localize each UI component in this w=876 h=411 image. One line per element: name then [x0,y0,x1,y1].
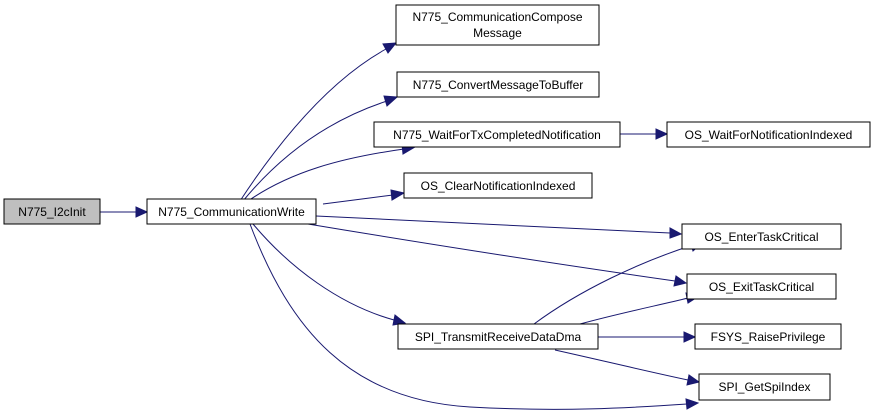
node-n775-i2cinit[interactable]: N775_I2cInit [3,198,101,225]
edge-comm-write-to-compose [239,42,398,202]
node-label: N775_I2cInit [18,205,86,219]
node-label: OS_EnterTaskCritical [704,230,818,244]
node-label: SPI_GetSpiIndex [718,380,810,394]
node-label: OS_ExitTaskCritical [709,280,814,294]
node-n775-wait-for-tx-completed-notification[interactable]: N775_WaitForTxCompletedNotification [373,121,621,148]
edge-comm-write-to-spi-trx [252,223,407,326]
node-spi-transmit-receive-data-dma[interactable]: SPI_TransmitReceiveDataDma [397,323,599,350]
node-fsys-raise-privilege[interactable]: FSYS_RaisePrivilege [694,323,842,350]
edge-comm-write-to-os-enter [315,215,683,239]
node-label: OS_WaitForNotificationIndexed [685,128,853,142]
edge-comm-write-to-convert [242,95,399,202]
node-label: SPI_TransmitReceiveDataDma [415,330,582,344]
edge-i2cinit-to-comm-write [100,206,149,218]
node-os-wait-for-notification-indexed[interactable]: OS_WaitForNotificationIndexed [666,121,871,148]
node-label-line-2: Message [473,26,522,40]
edge-wait-tx-to-os-wait [620,128,669,140]
edge-comm-write-to-os-clear [322,189,406,205]
node-os-exit-task-critical[interactable]: OS_ExitTaskCritical [686,273,837,300]
edge-spi-trx-to-spi-idx [554,349,701,386]
node-n775-communication-compose-message[interactable]: N775_CommunicationCompose Message [395,4,600,46]
node-n775-convert-message-to-buffer[interactable]: N775_ConvertMessageToBuffer [396,71,600,98]
edge-comm-write-to-spi-idx [249,223,700,410]
node-label: OS_ClearNotificationIndexed [421,179,576,193]
edge-comm-write-to-wait-tx [247,143,417,202]
node-label: FSYS_RaisePrivilege [711,330,826,344]
node-spi-get-spi-index[interactable]: SPI_GetSpiIndex [698,373,831,401]
edge-spi-trx-to-fsys [598,331,697,343]
node-n775-communication-write[interactable]: N775_CommunicationWrite [146,198,317,225]
edge-comm-write-to-os-exit [307,223,688,287]
edge-spi-trx-to-os-exit [579,292,701,325]
node-os-enter-task-critical[interactable]: OS_EnterTaskCritical [681,223,842,250]
node-os-clear-notification-indexed[interactable]: OS_ClearNotificationIndexed [403,172,593,199]
node-label-line-1: N775_CommunicationCompose [412,10,582,24]
node-label: N775_CommunicationWrite [158,205,305,219]
node-label: N775_WaitForTxCompletedNotification [393,128,601,142]
node-label: N775_ConvertMessageToBuffer [413,78,584,92]
